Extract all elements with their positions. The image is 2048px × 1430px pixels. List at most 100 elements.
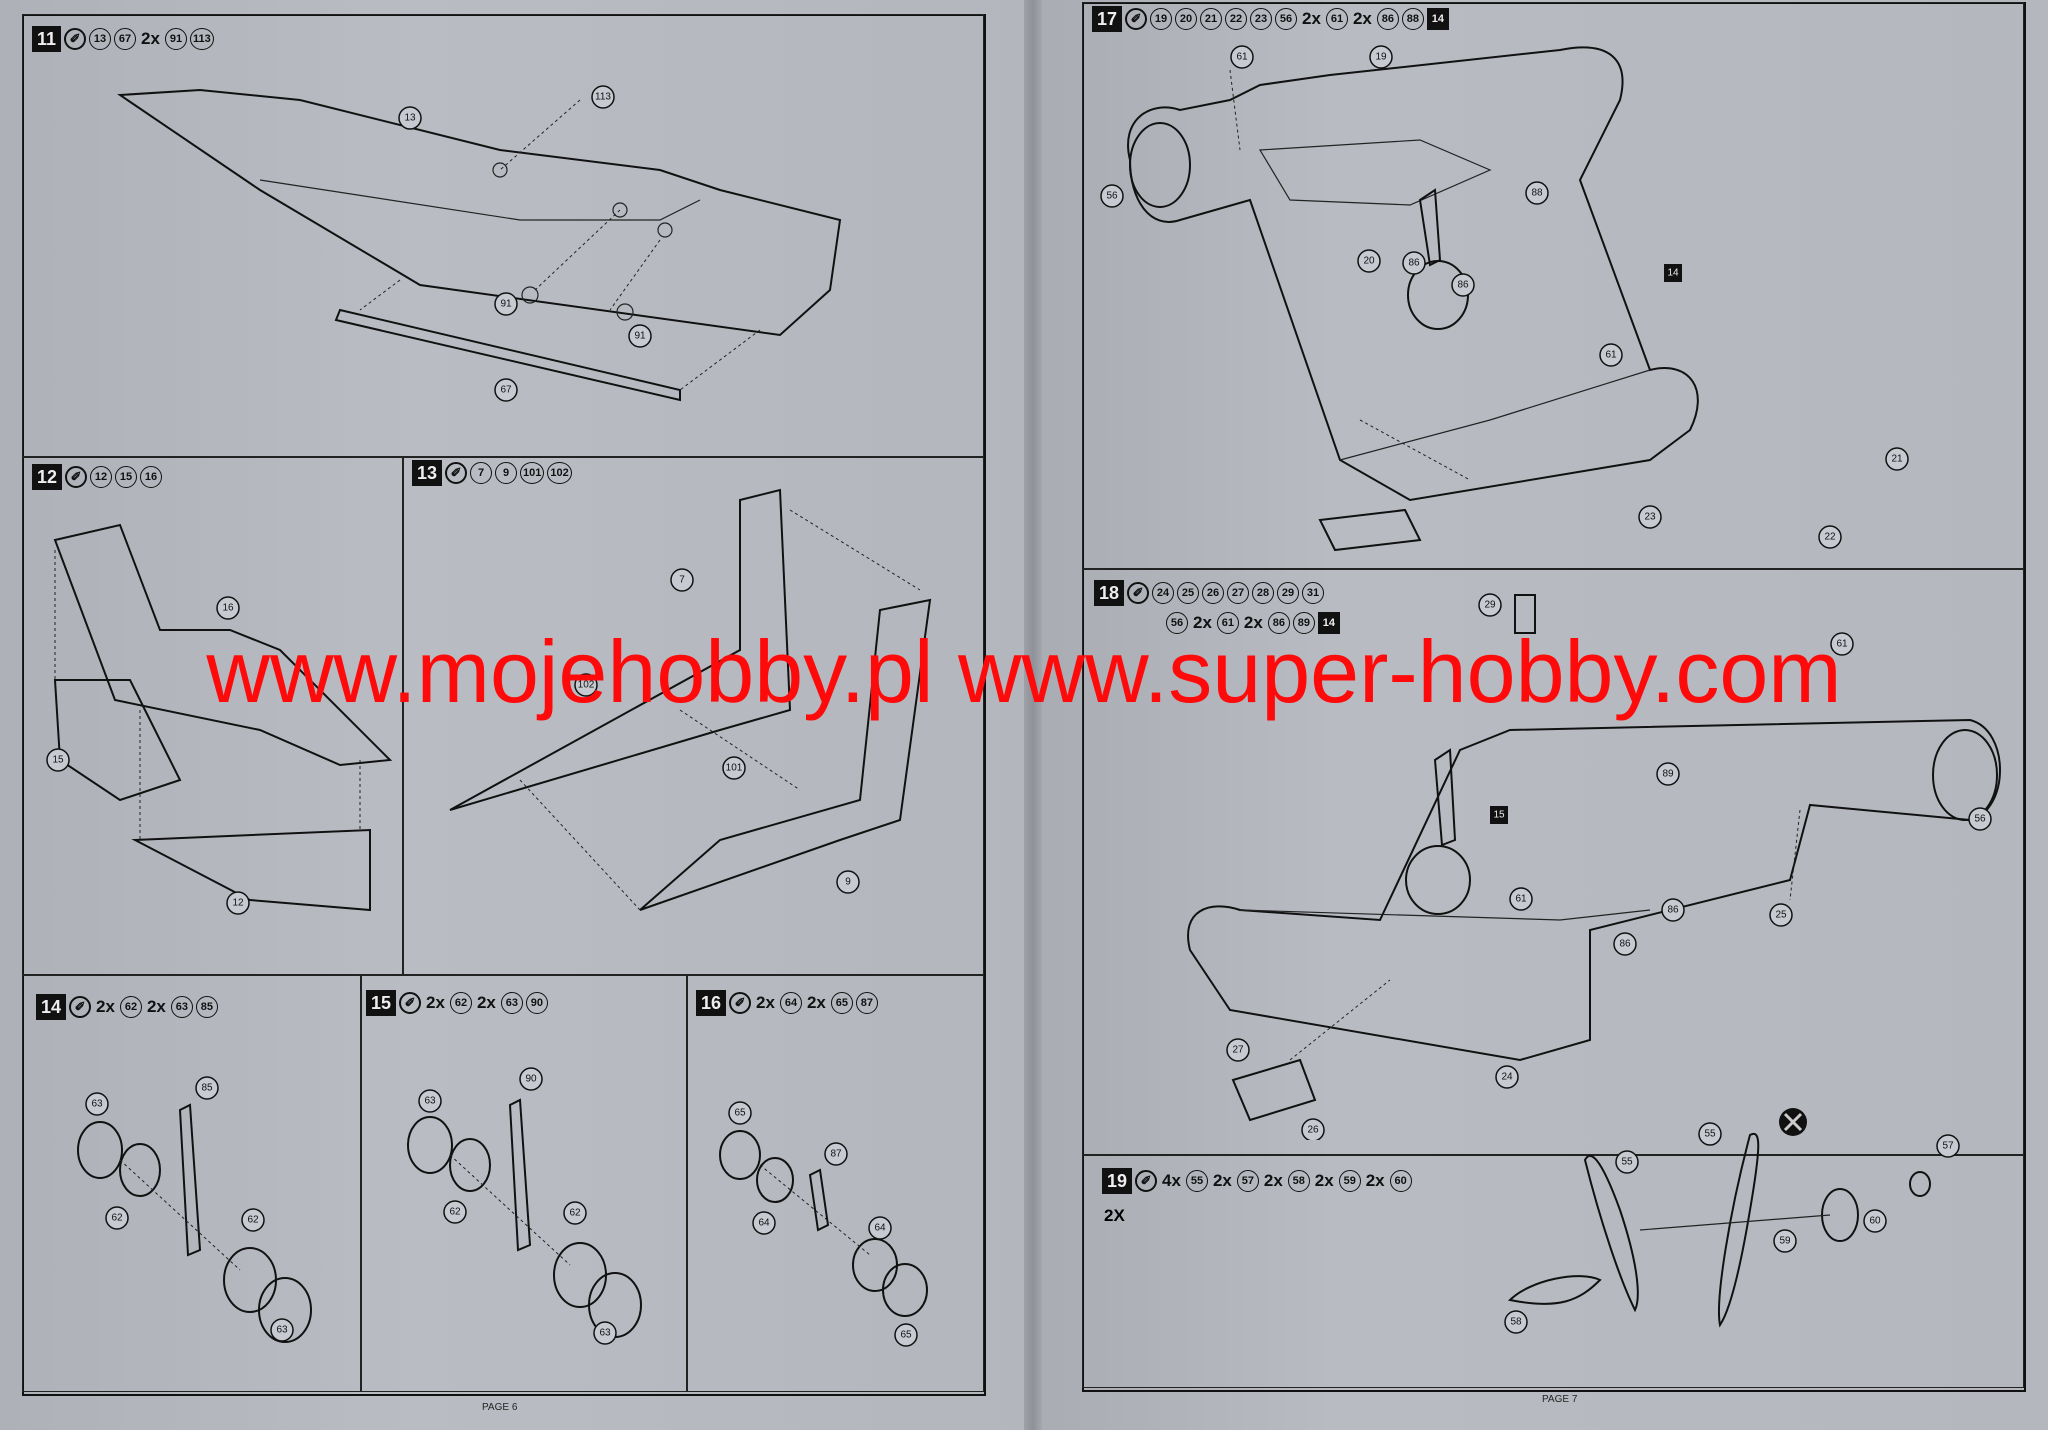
glue-icon: ✐ [1135,1170,1158,1192]
callout: 91 [494,292,518,316]
callout: 64 [868,1216,892,1240]
step-number: 14 [36,994,67,1020]
multiplier: 4x [1162,1171,1181,1190]
glue-icon: ✐ [729,992,752,1014]
step-16-header: 16 ✐ 2x 64 2x 65 87 [696,990,878,1016]
step-18-header-line2: 56 2x 61 2x 86 89 14 [1166,612,1340,634]
part-callout: 62 [449,992,472,1014]
part-callout: 26 [1202,582,1225,604]
svg-text:86: 86 [1408,258,1420,269]
multiplier: 2x [1365,1171,1385,1190]
svg-text:55: 55 [1704,1129,1716,1140]
book-spine [1024,0,1042,1430]
callout: 59 [1773,1229,1797,1253]
part-callout: 22 [1225,8,1248,30]
callout: 86 [1661,898,1685,922]
step-number: 15 [366,990,397,1016]
part-callout: 87 [855,992,878,1014]
callout: 62 [443,1200,467,1224]
step-18-diagram: 29 61 89 56 15 61 86 25 86 27 26 24 [1187,593,2001,1140]
part-callout: 29 [1277,582,1300,604]
multiplier: 2x [1352,9,1372,28]
part-callout: 91 [164,28,187,50]
callout: 58 [1504,1310,1528,1334]
part-callout: 90 [525,992,548,1014]
svg-text:7: 7 [679,575,685,586]
watermark-text: www.mojehobby.pl www.super-hobby.com [206,622,1842,721]
part-callout: 88 [1401,8,1424,30]
callout: 102 [574,673,598,697]
step-16-panel [686,974,984,1392]
multiplier: 2x [426,993,445,1012]
part-callout: 24 [1152,582,1175,604]
step-13-diagram: 7 102 101 9 [449,488,932,911]
svg-text:19: 19 [1375,52,1387,63]
callout: 15 [46,748,70,772]
multiplier: 2x [1243,613,1263,632]
step-18-panel [1082,568,2024,1156]
callout: 12 [226,891,250,915]
callout: 7 [670,568,694,592]
svg-text:25: 25 [1775,910,1787,921]
step-17-panel [1082,2,2024,570]
glue-icon: ✐ [399,992,422,1014]
svg-text:87: 87 [830,1149,842,1160]
svg-text:24: 24 [1501,1072,1513,1083]
step-19-panel [1082,1154,2024,1388]
svg-text:61: 61 [1836,639,1848,650]
step-number: 16 [696,990,727,1016]
callout: 62 [105,1206,129,1230]
right-page [1032,0,2048,1430]
callout: 55 [1698,1122,1722,1146]
callout: 55 [1615,1150,1639,1174]
svg-text:61: 61 [1236,52,1248,63]
callout: 22 [1818,525,1842,549]
callout: 85 [195,1076,219,1100]
part-callout-box: 14 [1317,612,1340,634]
part-callout: 61 [1325,8,1348,30]
step-number: 11 [32,26,62,52]
svg-text:101: 101 [726,763,743,774]
step-15-panel [360,974,688,1392]
callout: 24 [1495,1065,1519,1089]
part-callout: 61 [1216,612,1239,634]
callout: 15 [1490,806,1508,824]
svg-text:60: 60 [1869,1216,1881,1227]
svg-text:63: 63 [599,1328,611,1339]
svg-text:59: 59 [1779,1236,1791,1247]
part-callout: 31 [1302,582,1325,604]
svg-text:27: 27 [1232,1045,1244,1056]
callout: 63 [593,1321,617,1345]
part-callout: 16 [140,466,163,488]
svg-text:63: 63 [91,1099,103,1110]
callout: 113 [591,85,615,109]
svg-text:113: 113 [595,92,611,103]
part-callout: 21 [1200,8,1223,30]
svg-text:57: 57 [1942,1141,1954,1152]
part-callout: 12 [90,466,113,488]
callout: 56 [1968,807,1992,831]
part-callout: 56 [1166,612,1188,634]
callout: 63 [85,1092,109,1116]
svg-text:12: 12 [232,898,244,909]
callout: 63 [270,1318,294,1342]
part-callout: 86 [1376,8,1399,30]
left-page-frame [22,14,986,1396]
step-number: 13 [412,460,443,486]
part-callout: 9 [495,462,518,484]
glue-icon: ✐ [1125,8,1148,30]
svg-text:89: 89 [1662,769,1674,780]
callout: 9 [836,870,860,894]
step-number: 17 [1092,6,1123,32]
part-callout: 58 [1287,1170,1310,1192]
callout: 87 [824,1142,848,1166]
step-number: 19 [1102,1168,1133,1194]
svg-text:64: 64 [758,1218,770,1229]
step-19-quantity-note: 2X [1104,1206,1125,1225]
svg-text:63: 63 [424,1096,436,1107]
svg-text:62: 62 [569,1208,581,1219]
svg-text:85: 85 [201,1083,213,1094]
step-13-header: 13 ✐ 7 9 101 102 [412,460,572,486]
svg-text:63: 63 [276,1325,288,1336]
callout: 61 [1230,45,1254,69]
